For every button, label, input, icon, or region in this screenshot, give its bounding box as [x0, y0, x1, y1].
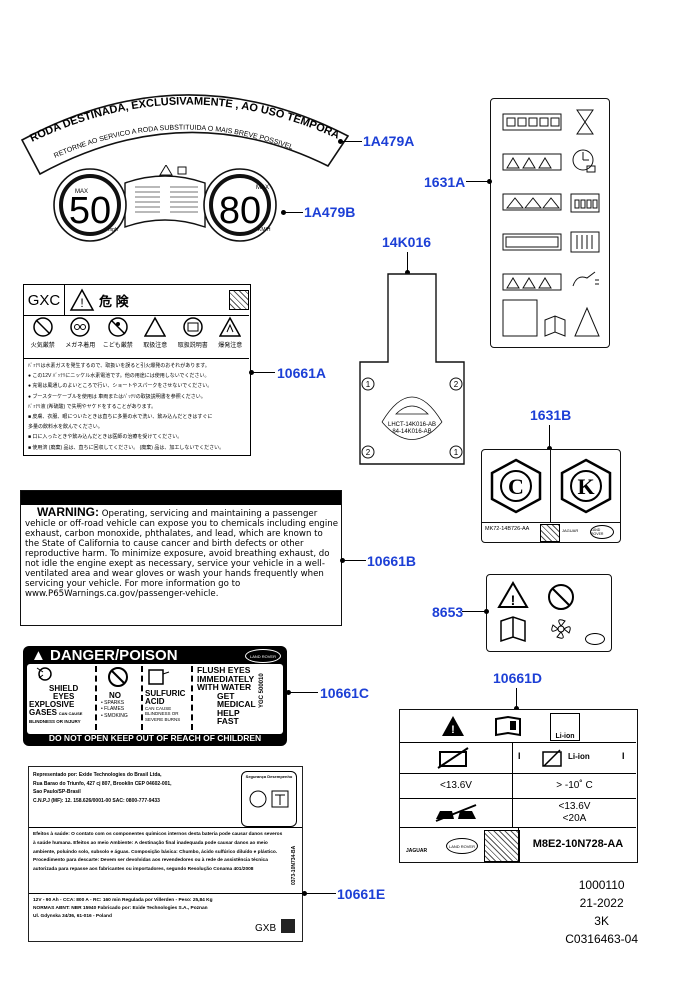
10661e-header: Representado por: Exide Technologies do … — [33, 772, 172, 804]
recycle-hatch — [229, 290, 249, 310]
danger-code: YGC 500010 — [259, 673, 265, 708]
10661d-r4: <13.6V<20A — [558, 801, 591, 824]
label-10661c: ▲ DANGER/POISON LAND ROVER SHIELD EYES E… — [23, 646, 287, 746]
tag-code-1: LHCT-14K016-AB — [388, 422, 436, 428]
10661e-recycle — [281, 919, 295, 933]
10661d-liion-1: Li-ion — [550, 713, 580, 741]
speed-right: 80 — [219, 190, 261, 232]
10661d-code: M8E2-10N728-AA — [532, 838, 624, 850]
gxc-icon-row: 火気厳禁 メガネ着用 こども厳禁 取扱注意 取扱説明書 爆発注意 — [24, 316, 249, 359]
10661d-r2-left: I — [518, 751, 521, 761]
10661d-landrover: LAND ROVER — [446, 838, 478, 854]
footer-block: 1000110 21-2022 3K C0316463-04 — [565, 876, 638, 948]
1631b-code: MK72-14B726-AA — [485, 526, 530, 532]
label-8653: ! — [486, 574, 612, 652]
hex-k-icon: K — [560, 458, 612, 514]
callout-1631b: 1631B — [530, 407, 572, 423]
callout-10661e: 10661E — [337, 886, 386, 902]
callout-10661d: 10661D — [493, 670, 543, 686]
callout-1a479a: 1A479A — [363, 133, 415, 149]
10661e-body: Efeitos à saúde: O contato com os compon… — [33, 832, 283, 873]
speed-left-unit: mph — [108, 227, 118, 233]
footer-line3: 3K — [594, 914, 609, 928]
10661d-r3-left: <13.6V — [440, 780, 472, 791]
10661d-row5: JAGUAR LAND ROVER M8E2-10N728-AA — [400, 828, 636, 862]
callout-10661b: 10661B — [367, 553, 417, 569]
10661d-row2: I Li-ion I — [400, 743, 636, 774]
10661d-row1: ! Li-ion — [400, 710, 636, 743]
speed-left: 50 — [69, 190, 111, 232]
svg-text:C: C — [508, 474, 524, 499]
10661d-r3-right: > -10˚ C — [556, 780, 593, 791]
10661e-seal: Segurança Desempenho — [241, 771, 297, 827]
svg-text:2: 2 — [366, 448, 371, 457]
callout-10661c: 10661C — [320, 685, 370, 701]
svg-text:!: ! — [80, 296, 83, 310]
speed-right-unit: KM/H — [258, 227, 271, 233]
warning-triangle-icon: ! — [69, 288, 95, 311]
label-1631a — [490, 98, 610, 348]
1631b-brand1: JAGUAR — [562, 528, 579, 533]
tag-14k016: 1 2 2 1 LHCT-14K016-AB 84-14K016-AB — [359, 273, 465, 465]
svg-text:1: 1 — [454, 448, 459, 457]
10661d-r2-right: I — [622, 751, 625, 761]
10661d-jaguar: JAGUAR — [406, 848, 428, 854]
footer-line2: 21-2022 — [579, 896, 624, 910]
10661d-row3: <13.6V > -10˚ C — [400, 774, 636, 799]
callout-14k016: 14K016 — [382, 234, 432, 250]
callout-8653: 8653 — [432, 604, 464, 620]
10661e-gxb: GXB — [255, 923, 277, 934]
danger-bottom: DO NOT OPEN KEEP OUT OF REACH OF CHILDRE… — [48, 733, 262, 743]
10661d-liion-2: Li-ion — [568, 752, 590, 761]
danger-col1: SHIELD EYES EXPLOSIVE GASES CAN CAUSE BL… — [29, 666, 91, 725]
warning-body: Operating, servicing and maintaining a p… — [25, 509, 339, 599]
svg-text:K: K — [577, 474, 594, 499]
svg-text:2: 2 — [454, 380, 459, 389]
10661d-hatch — [484, 830, 520, 862]
1631b-hatch — [540, 524, 560, 542]
svg-text:!: ! — [511, 592, 516, 608]
label-10661d: ! Li-ion I Li-ion I <13.6V > -10˚ C <13.… — [399, 709, 638, 863]
1631b-brand2: LAND ROVER — [590, 525, 614, 539]
10661e-footer: 12V - 90 Ah - CCA: 800 A - RC: 160 min R… — [33, 898, 213, 919]
footer-line4: C0316463-04 — [565, 932, 638, 946]
label-10661a: GXC ! 危 険 火気厳禁 メガネ着用 こども厳禁 取扱注意 取扱説明書 爆発… — [23, 284, 251, 456]
danger-brand: LAND ROVER — [245, 649, 281, 663]
gxc-code: GXC — [24, 285, 65, 315]
speed-label-1a479b: 50 80 MAX MAX mph KM/H — [53, 165, 277, 242]
hex-c-icon: C — [490, 458, 542, 514]
gxc-title: 危 険 — [99, 293, 129, 309]
footer-line1: 1000110 — [578, 878, 625, 892]
callout-1a479b: 1A479B — [304, 204, 356, 220]
gxc-text: ﾊﾞｯﾃﾘは水素ガスを発生するので、取扱いを誤ると引火爆発のおそれがあります。●… — [28, 363, 225, 451]
callout-1631a: 1631A — [424, 174, 466, 190]
danger-title: ▲ DANGER/POISON — [31, 647, 178, 664]
warning-title: WARNING: — [37, 505, 99, 519]
arc-label-1a479a: RODA DESTINADA, EXCLUSIVAMENTE , AO USO … — [10, 80, 350, 176]
label-10661e: Representado por: Exide Technologies do … — [28, 766, 303, 942]
10661d-row4: <13.6V<20A — [400, 799, 636, 828]
svg-text:!: ! — [451, 724, 455, 736]
speed-left-max: MAX — [75, 189, 88, 195]
label-1631b: C K MK72-14B726-AA JAGUAR LAND ROVER — [481, 449, 621, 543]
10661e-side: 0373-10N734-BA — [291, 845, 297, 885]
svg-text:1: 1 — [366, 380, 371, 389]
callout-10661a: 10661A — [277, 365, 327, 381]
warning-text-block: WARNING: Operating, servicing and mainta… — [25, 505, 339, 599]
label-1631a-icons — [502, 109, 600, 337]
8653-icons: ! — [497, 581, 574, 643]
label-10661b: WARNING: Operating, servicing and mainta… — [20, 490, 342, 626]
danger-col2: NO • SPARKS• FLAMES• SMOKING — [101, 666, 139, 719]
speed-right-max: MAX — [256, 185, 269, 191]
tag-code-2: 84-14K016-AB — [392, 429, 431, 435]
